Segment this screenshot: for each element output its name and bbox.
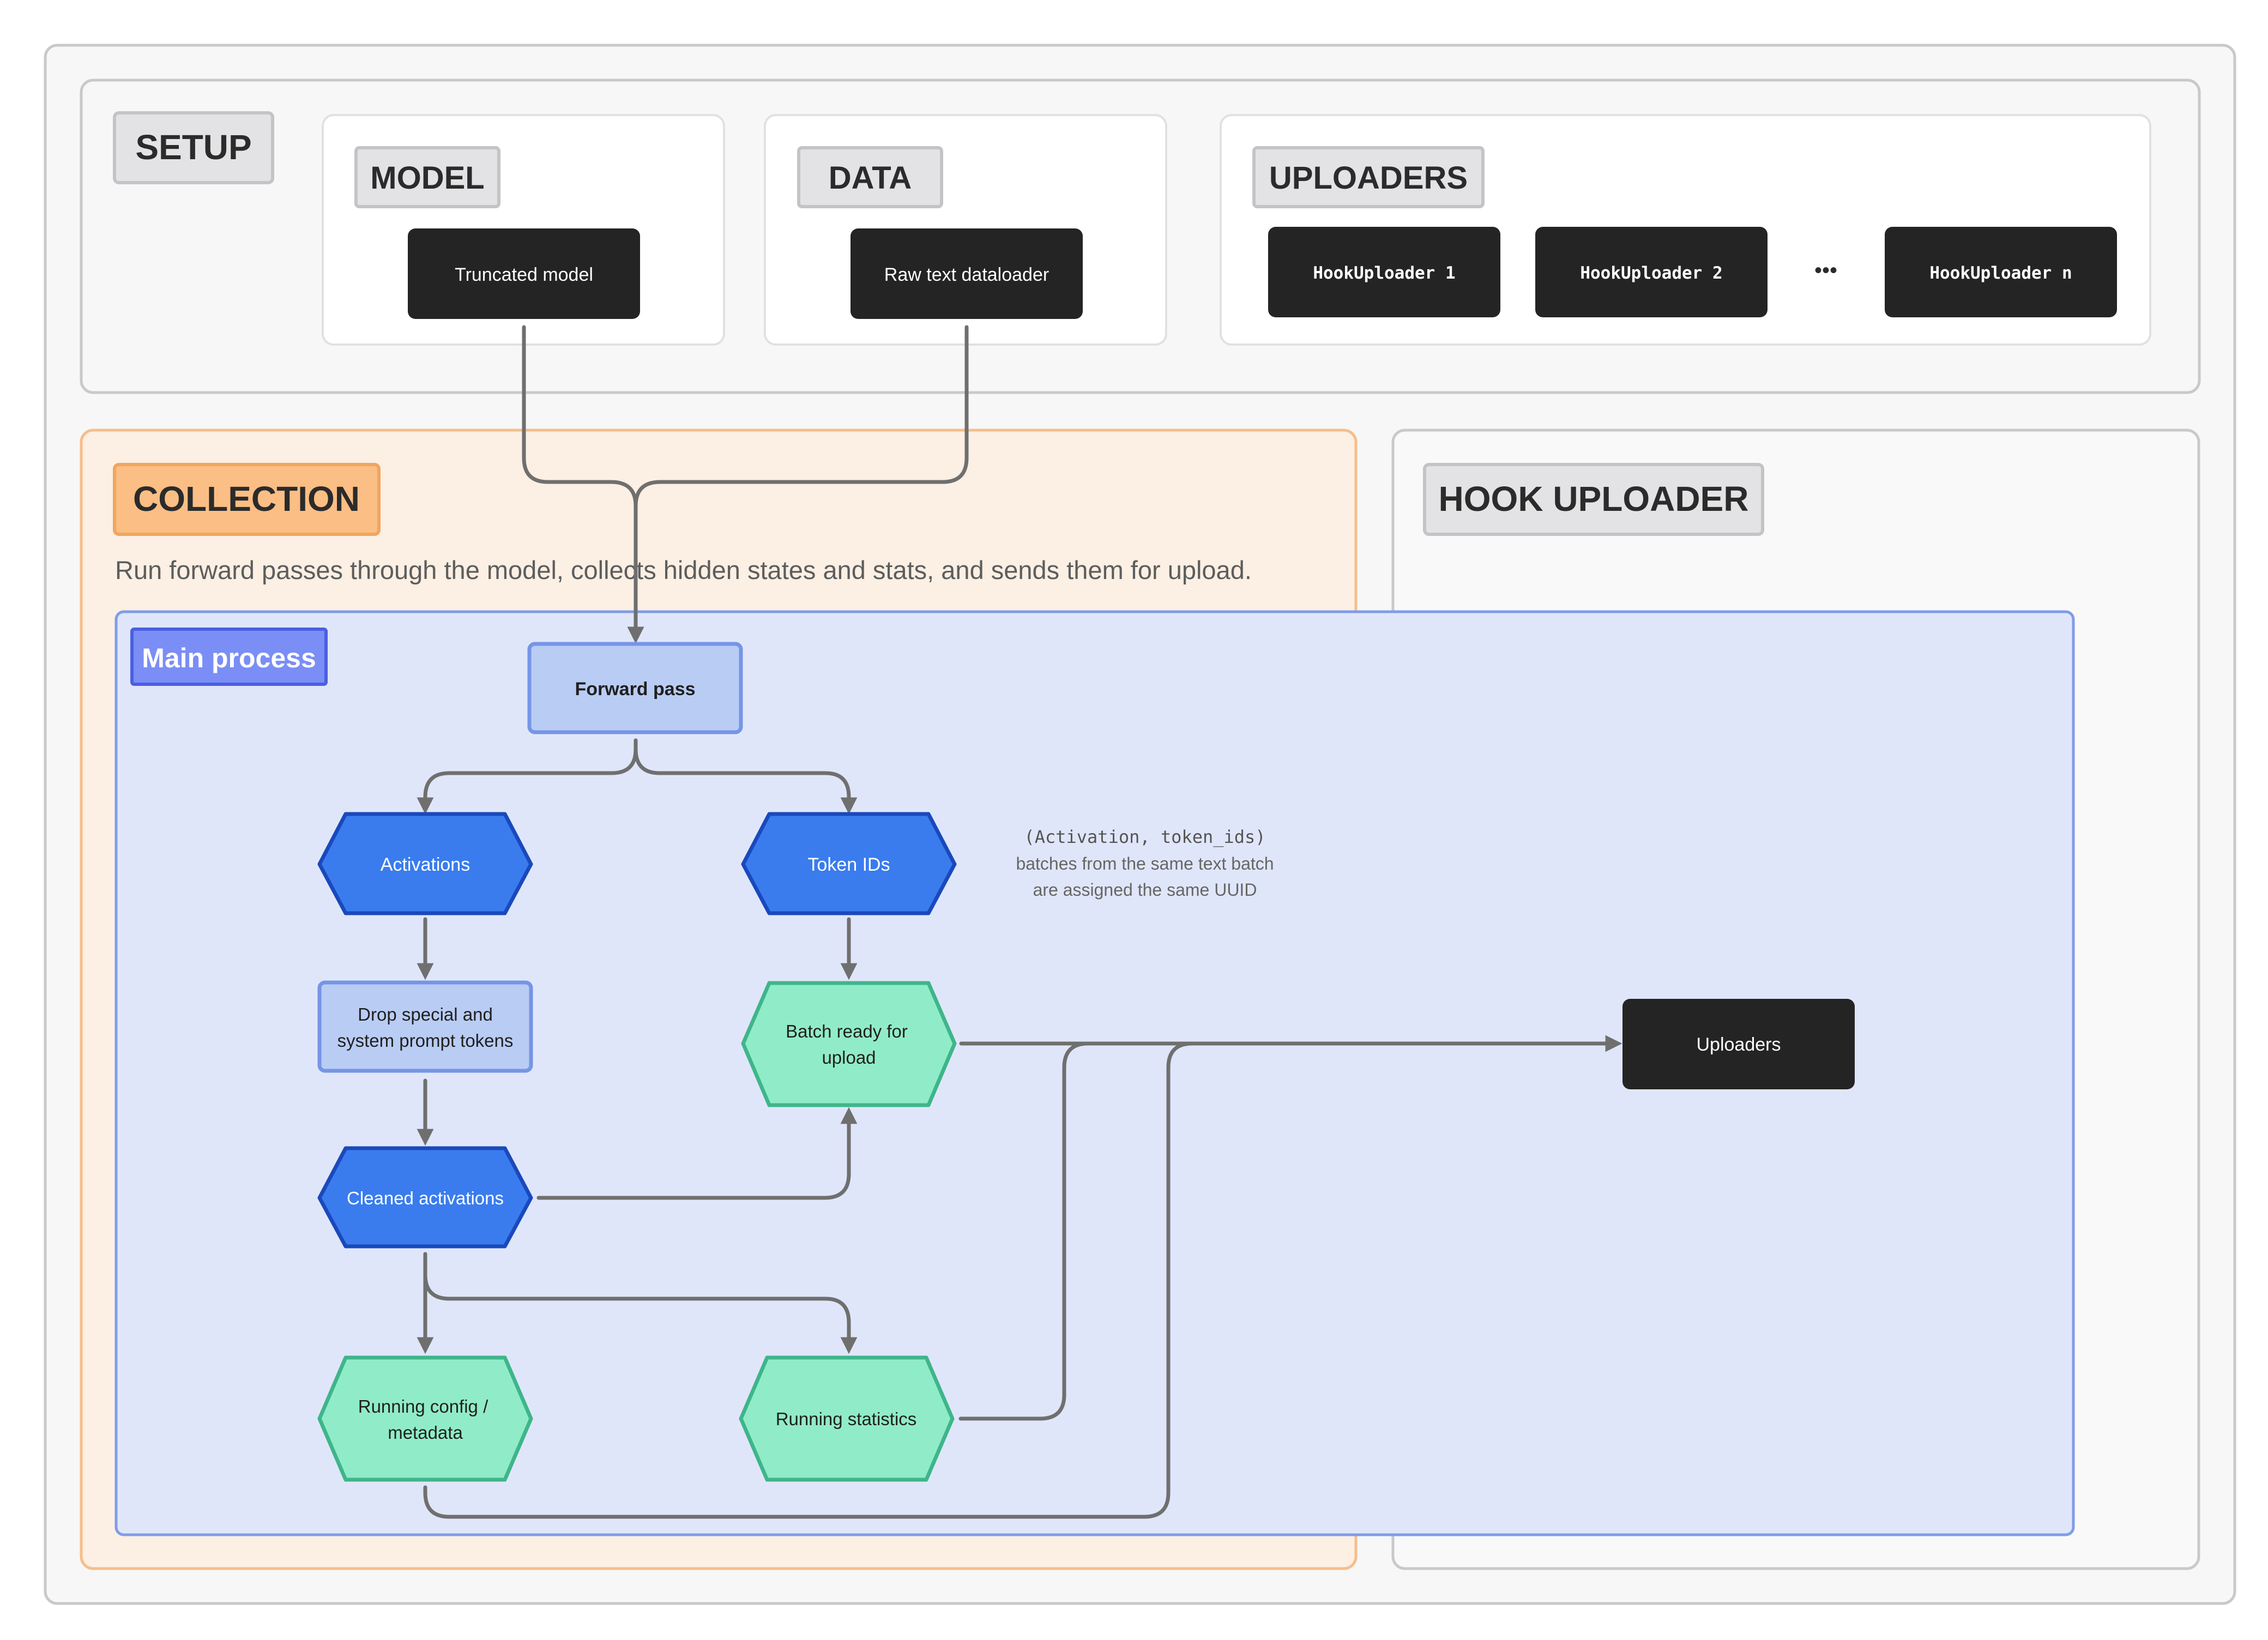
running-config-label-line2: metadata bbox=[388, 1422, 463, 1443]
arrow-cleaned-to-batch bbox=[536, 1107, 858, 1200]
cleaned-activations-label: Cleaned activations bbox=[347, 1188, 504, 1208]
running-config-label-line1: Running config / bbox=[358, 1396, 488, 1416]
hook-uploader-2-label: HookUploader 2 bbox=[1580, 263, 1722, 283]
main-process-title: Main process bbox=[142, 643, 316, 673]
drop-tokens-label-line1: Drop special and bbox=[358, 1004, 493, 1024]
cleaned-activations-node: Cleaned activations bbox=[317, 1146, 533, 1249]
main-process-panel: Main process bbox=[114, 610, 2075, 1536]
arrow-config-to-uploaders bbox=[423, 1041, 1195, 1519]
forward-pass-label: Forward pass bbox=[575, 679, 695, 700]
token-ids-node: Token IDs bbox=[741, 812, 957, 915]
token-ids-label: Token IDs bbox=[807, 854, 890, 875]
hook-uploader-2-node bbox=[1535, 227, 1768, 317]
model-card: MODEL Truncated model bbox=[322, 114, 725, 346]
batch-ready-node: Batch ready for upload bbox=[741, 981, 957, 1107]
running-statistics-label: Running statistics bbox=[776, 1409, 917, 1429]
data-card: DATA Raw text dataloader bbox=[764, 114, 1167, 346]
data-title: DATA bbox=[829, 160, 912, 196]
running-config-node: Running config / metadata bbox=[317, 1355, 533, 1482]
hook-uploader-title: HOOK UPLOADER bbox=[1439, 479, 1749, 518]
setup-label: SETUP bbox=[113, 111, 274, 184]
arrow-statistics-to-uploaders bbox=[958, 1041, 1090, 1421]
arrow-model-to-forward-pass bbox=[522, 325, 644, 644]
batch-ready-label-line2: upload bbox=[822, 1047, 876, 1068]
truncated-model-label: Truncated model bbox=[455, 264, 593, 285]
collection-description: Run forward passes through the model, co… bbox=[115, 556, 1252, 584]
activations-node: Activations bbox=[317, 812, 533, 915]
connectors bbox=[417, 325, 1622, 1519]
hook-uploader-n-label: HookUploader n bbox=[1929, 263, 2072, 283]
arrow-forward-to-activations bbox=[417, 738, 638, 815]
model-title: MODEL bbox=[370, 160, 484, 196]
batch-ready-label-line1: Batch ready for bbox=[786, 1021, 908, 1041]
uuid-note-line3: are assigned the same UUID bbox=[1033, 880, 1257, 900]
hook-uploader-1-node bbox=[1268, 227, 1500, 317]
truncated-model-node bbox=[408, 228, 640, 319]
hook-uploader-n-node bbox=[1885, 227, 2117, 317]
arrow-forward-to-token-ids bbox=[634, 738, 858, 815]
setup-panel: SETUP MODEL Truncated model DATA Raw tex… bbox=[80, 79, 2201, 394]
uuid-note-code: (Activation, token_ids) bbox=[1024, 827, 1265, 847]
drop-tokens-node: Drop special and system prompt tokens bbox=[317, 980, 533, 1073]
drop-tokens-label-line2: system prompt tokens bbox=[337, 1030, 514, 1051]
uploaders-node: Uploaders bbox=[1622, 999, 1855, 1089]
arrow-cleaned-to-statistics bbox=[423, 1252, 858, 1354]
collection-title: COLLECTION bbox=[133, 479, 360, 518]
uuid-note-line2: batches from the same text batch bbox=[1016, 854, 1274, 873]
uploaders-title: UPLOADERS bbox=[1269, 160, 1468, 196]
running-statistics-node: Running statistics bbox=[739, 1355, 955, 1482]
uploaders-ellipsis: ••• bbox=[1814, 258, 1837, 282]
raw-text-dataloader-node bbox=[850, 228, 1083, 319]
setup-title: SETUP bbox=[135, 128, 251, 167]
hook-uploader-1-label: HookUploader 1 bbox=[1313, 263, 1455, 283]
activations-label: Activations bbox=[381, 854, 470, 875]
uploaders-card: UPLOADERS HookUploader 1 HookUploader 2 … bbox=[1220, 114, 2151, 346]
raw-text-dataloader-label: Raw text dataloader bbox=[884, 264, 1049, 285]
forward-pass-node: Forward pass bbox=[527, 642, 743, 734]
arrow-data-to-forward-pass bbox=[627, 325, 969, 644]
uploaders-node-label: Uploaders bbox=[1697, 1034, 1781, 1055]
uuid-note: (Activation, token_ids) batches from the… bbox=[1016, 827, 1274, 900]
